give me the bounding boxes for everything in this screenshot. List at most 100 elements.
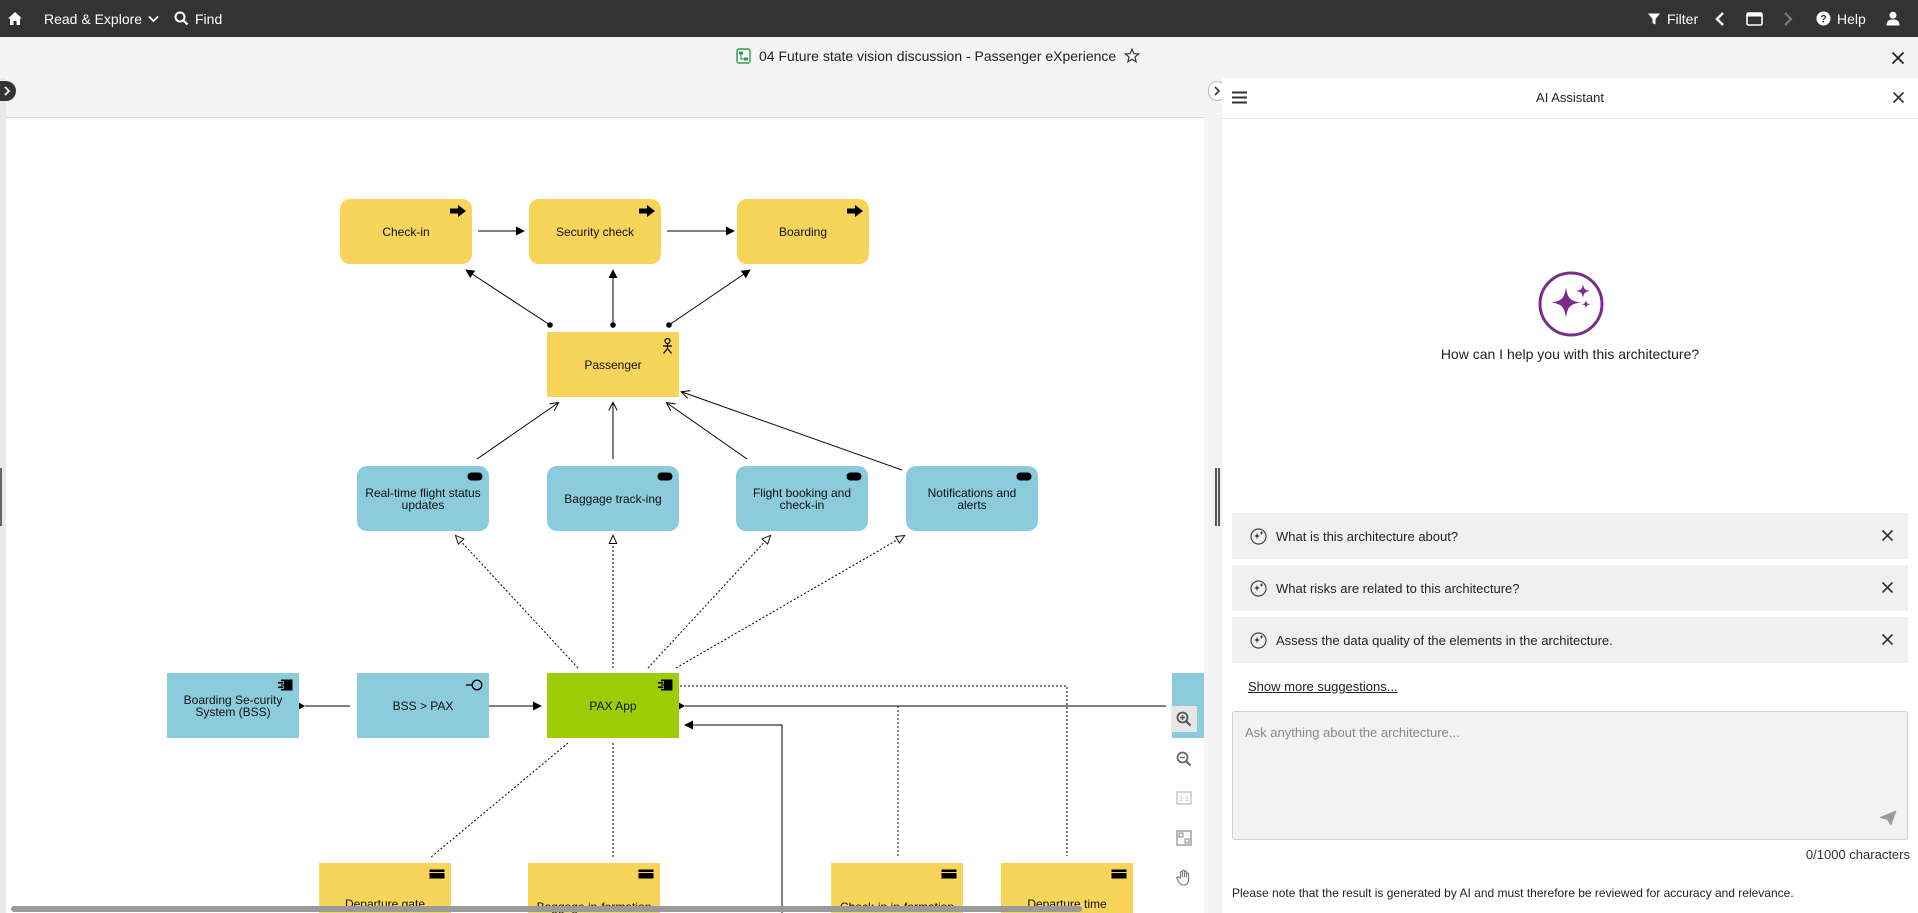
- component-bss[interactable]: Boarding Se-curity System (BSS): [167, 673, 299, 738]
- expand-sidebar-button[interactable]: [0, 81, 16, 101]
- interface-icon: [466, 679, 483, 691]
- actual-size-icon: 1:1: [1176, 791, 1192, 805]
- service-notifications[interactable]: Notifications and alerts: [906, 466, 1038, 531]
- data-object-icon: [1111, 869, 1127, 879]
- show-more-suggestions-link[interactable]: Show more suggestions...: [1248, 679, 1398, 694]
- filter-icon: [1648, 13, 1660, 24]
- ai-sparkle-logo-icon: [1538, 271, 1604, 337]
- svg-text:1:1: 1:1: [1179, 796, 1189, 803]
- read-explore-label: Read & Explore: [44, 10, 143, 27]
- window-button[interactable]: [1746, 0, 1763, 37]
- zoom-out-button[interactable]: [1171, 746, 1197, 772]
- chevron-right-icon: [4, 86, 11, 96]
- ask-input[interactable]: [1233, 712, 1907, 752]
- process-arrow-icon: [639, 205, 655, 217]
- component-pax-app[interactable]: PAX App: [547, 673, 679, 738]
- ai-disclaimer: Please note that the result is generated…: [1232, 886, 1794, 900]
- ai-panel-header: AI Assistant: [1222, 78, 1918, 119]
- data-departure-gate[interactable]: Departure gate: [319, 863, 451, 913]
- hand-icon: [1176, 868, 1190, 886]
- ask-input-box[interactable]: [1232, 711, 1908, 840]
- actor-passenger[interactable]: Passenger: [547, 332, 679, 397]
- diagram-canvas[interactable]: Check-in Security check Boarding Passeng…: [6, 118, 1204, 913]
- fit-screen-icon: [1176, 830, 1192, 846]
- panel-resize-handle[interactable]: [1215, 468, 1220, 526]
- ai-panel-title: AI Assistant: [1536, 90, 1604, 105]
- data-object-icon: [429, 869, 445, 879]
- filter-button[interactable]: Filter: [1647, 0, 1698, 37]
- dismiss-suggestion-icon[interactable]: [1881, 529, 1894, 542]
- forward-button[interactable]: [1783, 0, 1793, 37]
- user-icon: [1886, 11, 1900, 26]
- horizontal-scrollbar-thumb[interactable]: [11, 906, 1082, 912]
- find-button[interactable]: Find: [174, 0, 222, 37]
- actual-size-button[interactable]: 1:1: [1171, 785, 1197, 811]
- process-security-check[interactable]: Security check: [529, 199, 661, 264]
- help-label: Help: [1837, 10, 1866, 27]
- node-label: Check-in: [382, 224, 430, 239]
- service-pill-icon: [846, 472, 862, 481]
- component-icon: [277, 679, 293, 691]
- send-icon[interactable]: [1879, 810, 1897, 826]
- service-flight-booking[interactable]: Flight booking and check-in: [736, 466, 868, 531]
- suggestion-item[interactable]: Assess the data quality of the elements …: [1232, 617, 1908, 663]
- interface-bss-pax[interactable]: BSS > PAX: [357, 673, 489, 738]
- chevron-down-icon: [148, 15, 159, 22]
- home-icon: [8, 12, 22, 25]
- help-button[interactable]: ? Help: [1816, 0, 1866, 37]
- node-label: PAX App: [589, 698, 637, 713]
- process-check-in[interactable]: Check-in: [340, 199, 472, 264]
- find-label: Find: [195, 10, 223, 27]
- node-label: Baggage track-ing: [564, 491, 662, 506]
- ai-assistant-panel: AI Assistant How can I help you with thi…: [1222, 78, 1918, 913]
- node-label: Boarding Se-curity System (BSS): [183, 692, 283, 719]
- chevron-left-icon: [1715, 11, 1724, 26]
- canvas-top-divider: [6, 117, 1204, 118]
- suggestion-text: What is this architecture about?: [1276, 528, 1459, 544]
- suggestion-item[interactable]: What risks are related to this architect…: [1232, 565, 1908, 611]
- service-pill-icon: [467, 472, 483, 481]
- sparkle-plus-icon: [1250, 580, 1267, 597]
- node-label: Boarding: [778, 224, 828, 239]
- sparkle-plus-icon: [1250, 632, 1267, 649]
- suggestion-text: Assess the data quality of the elements …: [1276, 632, 1613, 648]
- read-explore-menu[interactable]: Read & Explore: [44, 0, 159, 37]
- node-label: BSS > PAX: [392, 698, 454, 713]
- sparkle-plus-icon: [1250, 528, 1267, 545]
- dismiss-suggestion-icon[interactable]: [1881, 633, 1894, 646]
- data-check-in-information[interactable]: Check-in in-formation: [831, 863, 963, 913]
- process-arrow-icon: [450, 205, 466, 217]
- dismiss-suggestion-icon[interactable]: [1881, 581, 1894, 594]
- back-button[interactable]: [1715, 0, 1725, 37]
- fit-to-screen-button[interactable]: [1171, 825, 1197, 851]
- window-icon: [1746, 11, 1763, 26]
- node-label: Security check: [555, 224, 635, 239]
- data-object-icon: [941, 869, 957, 879]
- process-arrow-icon: [847, 205, 863, 217]
- service-baggage-tracking[interactable]: Baggage track-ing: [547, 466, 679, 531]
- node-label: Real-time flight status updates: [365, 485, 481, 512]
- zoom-in-button[interactable]: [1171, 706, 1197, 732]
- node-label: Notifications and alerts: [927, 485, 1017, 512]
- star-icon[interactable]: [1124, 48, 1141, 64]
- document-title-bar: 04 Future state vision discussion - Pass…: [0, 37, 1918, 78]
- pan-tool-button[interactable]: [1171, 864, 1197, 890]
- service-pill-icon: [657, 472, 673, 481]
- process-boarding[interactable]: Boarding: [737, 199, 869, 264]
- suggestion-text: What risks are related to this architect…: [1276, 580, 1520, 596]
- help-icon: ?: [1816, 11, 1831, 26]
- suggestion-item[interactable]: What is this architecture about?: [1232, 513, 1908, 559]
- left-sidebar-strip: [0, 78, 6, 913]
- node-label: Flight booking and check-in: [752, 485, 852, 512]
- zoom-in-icon: [1176, 711, 1192, 727]
- filter-label: Filter: [1667, 10, 1699, 27]
- character-counter: 0/1000 characters: [1805, 847, 1910, 862]
- left-resize-handle[interactable]: [0, 468, 4, 526]
- service-real-time-flight-status[interactable]: Real-time flight status updates: [357, 466, 489, 531]
- close-document-icon[interactable]: [1891, 51, 1905, 65]
- user-account-button[interactable]: [1886, 0, 1900, 37]
- home-button[interactable]: [7, 0, 23, 37]
- menu-icon[interactable]: [1232, 91, 1247, 104]
- data-object-icon: [638, 869, 654, 879]
- close-panel-icon[interactable]: [1892, 91, 1905, 104]
